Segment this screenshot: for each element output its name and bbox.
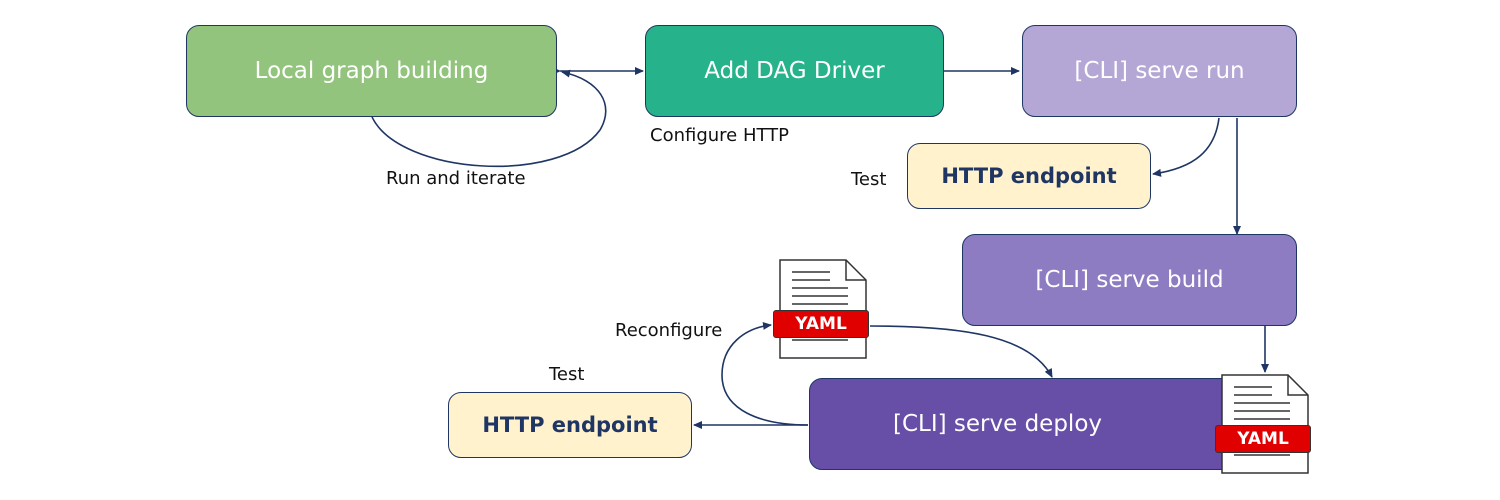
node-http-endpoint-2: HTTP endpoint xyxy=(448,392,692,458)
label-test-2: Test xyxy=(549,364,585,385)
node-add-dag-driver: Add DAG Driver xyxy=(645,25,944,117)
yaml-file-2: YAML xyxy=(1215,373,1312,477)
node-serve-run: [CLI] serve run xyxy=(1022,25,1297,117)
edge-serverun-http1 xyxy=(1152,117,1220,177)
edge-yaml-deploy xyxy=(869,325,1053,378)
node-label: Local graph building xyxy=(254,58,489,84)
node-label: Add DAG Driver xyxy=(704,58,885,84)
label-test-1: Test xyxy=(851,169,887,190)
node-label: HTTP endpoint xyxy=(941,164,1117,188)
node-label: [CLI] serve run xyxy=(1074,58,1245,84)
yaml-file-1: YAML xyxy=(773,258,870,362)
yaml-tag: YAML xyxy=(773,310,869,338)
label-configure-http: Configure HTTP xyxy=(650,125,790,146)
edge-reconfigure xyxy=(721,321,809,426)
edge-run-iterate-loop xyxy=(371,69,607,168)
node-local-graph-building: Local graph building xyxy=(186,25,557,117)
node-http-endpoint-1: HTTP endpoint xyxy=(907,143,1151,209)
node-label: [CLI] serve build xyxy=(1035,267,1224,293)
label-run-and-iterate: Run and iterate xyxy=(386,168,526,189)
node-label: HTTP endpoint xyxy=(482,413,658,437)
node-serve-deploy: [CLI] serve deploy xyxy=(809,378,1266,470)
label-reconfigure: Reconfigure xyxy=(615,320,723,341)
yaml-tag: YAML xyxy=(1215,425,1311,453)
node-serve-build: [CLI] serve build xyxy=(962,234,1297,326)
node-label: [CLI] serve deploy xyxy=(893,411,1102,437)
